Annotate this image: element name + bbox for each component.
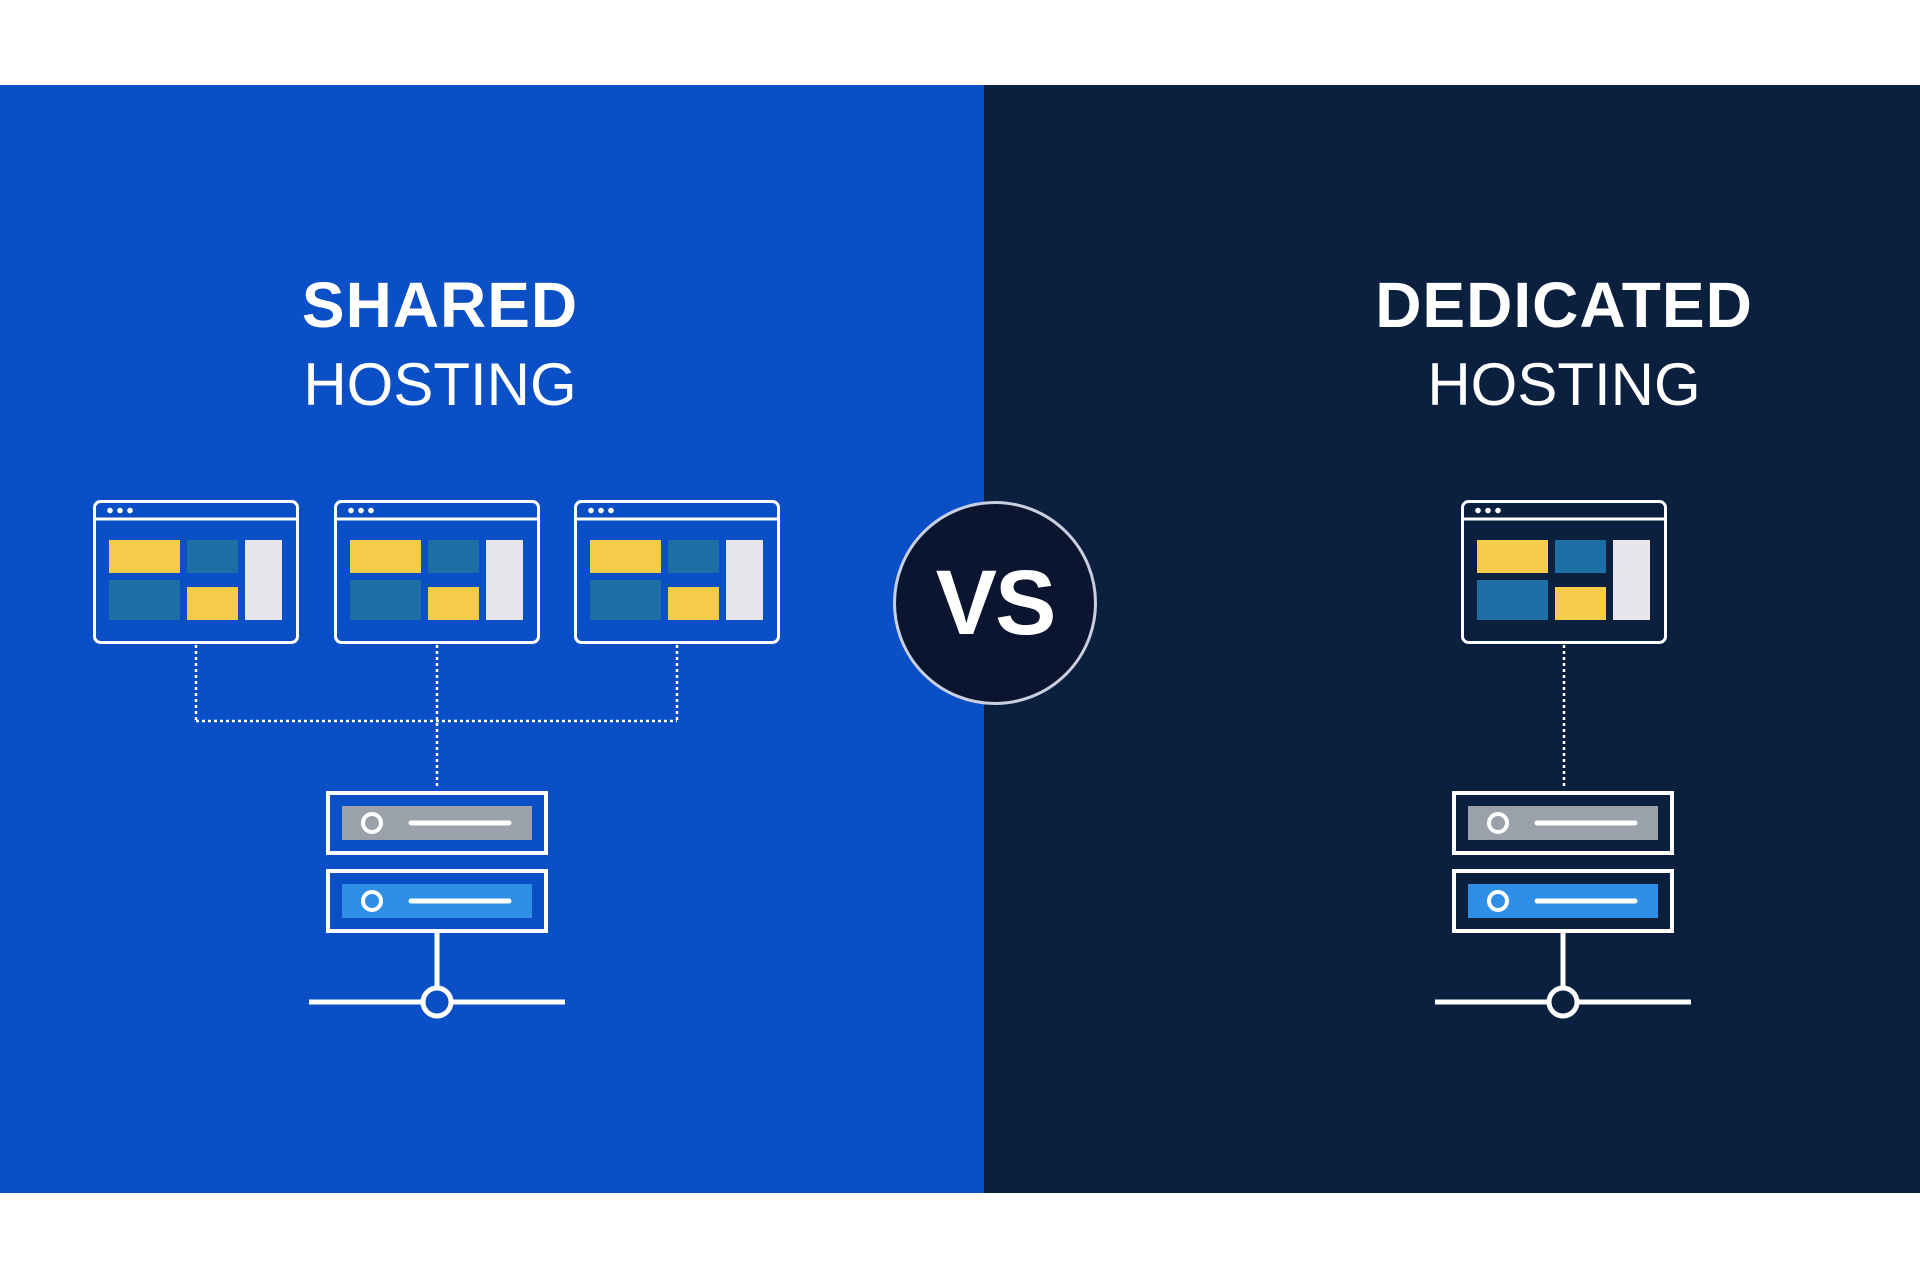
dedicated-server-rack-icon	[1452, 791, 1674, 933]
dedicated-title-top: DEDICATED	[1375, 269, 1753, 341]
vs-label: VS	[935, 552, 1057, 654]
hosting-diagram	[93, 500, 1691, 1019]
shared-network-node-icon	[309, 931, 565, 1019]
website-3-browser-window-icon	[574, 500, 780, 644]
comparison-graphic: SHARED HOSTING DEDICATED HOSTING VS	[0, 85, 1920, 1193]
dedicated-website-browser-window-icon	[1461, 500, 1667, 644]
shared-server-rack-icon	[326, 791, 548, 933]
shared-dotted-connectors	[194, 645, 679, 787]
website-1-browser-window-icon	[93, 500, 299, 644]
shared-hosting-panel: SHARED HOSTING	[0, 85, 984, 1193]
shared-title-top: SHARED	[301, 269, 579, 341]
vs-badge: VS	[893, 501, 1097, 705]
dedicated-network-node-icon	[1435, 931, 1691, 1019]
shared-title-bottom: HOSTING	[303, 351, 577, 418]
dedicated-hosting-panel: DEDICATED HOSTING	[984, 85, 1920, 1193]
dedicated-title-bottom: HOSTING	[1427, 351, 1701, 418]
website-2-browser-window-icon	[334, 500, 540, 644]
